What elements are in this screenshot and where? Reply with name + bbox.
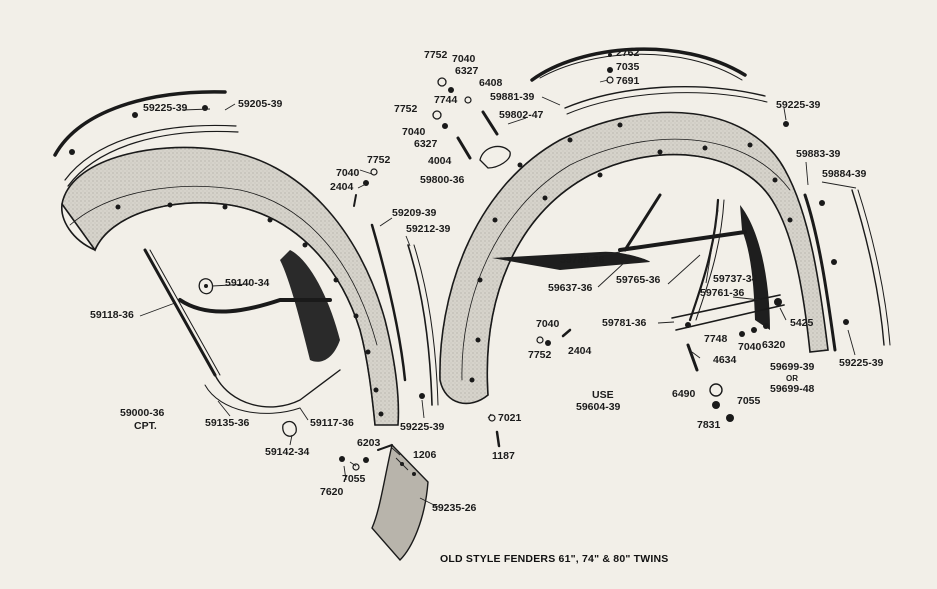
label-7752-a: 7752 [424,49,448,61]
rear-side-strips [803,189,891,352]
label-7055-a: 7055 [342,473,366,485]
front-fender-brace [143,248,341,414]
front-fender [61,146,400,426]
front-tie-plate [198,278,297,437]
label-59209-39: 59209-39 [392,207,437,219]
label-1187: 1187 [492,450,515,462]
label-59604-39: 59604-39 [576,401,621,413]
label-or: OR [786,374,798,383]
label-59881-39: 59881-39 [490,91,535,103]
label-7831: 7831 [697,419,721,431]
label-7040-d: 7040 [738,341,762,353]
label-59699-48: 59699-48 [770,383,815,395]
rear-hardware-cluster [432,53,789,169]
rear-fender-strip [530,47,768,115]
label-cpt: CPT. [134,420,157,432]
label-7040-b: 7040 [402,126,426,138]
label-59142-34: 59142-34 [265,446,310,458]
rear-lower-hardware [488,323,769,448]
label-6327-a: 6327 [455,65,479,77]
label-59140-34: 59140-34 [225,277,270,289]
part-labels: 7752 7040 6327 6408 7744 7752 7040 6327 … [90,47,884,514]
label-2404-b: 2404 [568,345,592,357]
label-7055-b: 7055 [737,395,761,407]
label-7752-b: 7752 [394,103,418,115]
label-59699-39: 59699-39 [770,361,815,373]
front-fender-strip [53,90,239,187]
label-2404-a: 2404 [330,181,354,193]
label-59780-36: 59780-36 [560,254,605,266]
label-4004: 4004 [428,155,452,167]
label-1206: 1206 [413,449,437,461]
label-7035: 7035 [616,61,640,73]
label-7744: 7744 [434,94,458,106]
label-7021: 7021 [498,412,522,424]
label-59225-39-b: 59225-39 [400,421,445,433]
label-59802-47: 59802-47 [499,109,544,121]
label-59117-36: 59117-36 [310,417,354,429]
rear-fender [439,111,829,405]
label-59737-34: 59737-34 [713,273,758,285]
label-59761-36: 59761-36 [700,287,745,299]
label-6490: 6490 [672,388,696,400]
label-59225-39-c: 59225-39 [776,99,821,111]
label-6327-b: 6327 [414,138,438,150]
label-59225-39-a: 59225-39 [143,102,188,114]
leader-lines [139,79,857,508]
diagram-caption: OLD STYLE FENDERS 61", 74" & 80" TWINS [440,553,669,565]
label-7691: 7691 [616,75,640,87]
label-7620: 7620 [320,486,344,498]
label-59225-39-d: 59225-39 [839,357,884,369]
front-hardware [339,168,439,471]
label-59765-36: 59765-36 [616,274,661,286]
label-59883-39: 59883-39 [796,148,841,160]
label-59884-39: 59884-39 [822,168,867,180]
label-59800-36: 59800-36 [420,174,465,186]
label-2762: 2762 [616,47,640,59]
label-7752-c: 7752 [367,154,391,166]
label-7040-c: 7040 [336,167,360,179]
label-59235-26: 59235-26 [432,502,477,514]
label-59781-36: 59781-36 [602,317,647,329]
label-5425: 5425 [790,317,814,329]
label-7752-d: 7752 [528,349,552,361]
label-59205-39: 59205-39 [238,98,283,110]
label-7040-a: 7040 [452,53,476,65]
label-59118-36: 59118-36 [90,309,134,321]
label-7748: 7748 [704,333,728,345]
label-6203: 6203 [357,437,381,449]
label-4634: 4634 [713,354,737,366]
label-6320: 6320 [762,339,786,351]
label-use: USE [592,389,614,401]
label-59212-39: 59212-39 [406,223,451,235]
label-6408: 6408 [479,77,503,89]
label-59637-36: 59637-36 [548,282,593,294]
mud-flap [371,443,429,562]
label-59000-36: 59000-36 [120,407,165,419]
label-7040-e: 7040 [536,318,560,330]
label-59135-36: 59135-36 [205,417,250,429]
